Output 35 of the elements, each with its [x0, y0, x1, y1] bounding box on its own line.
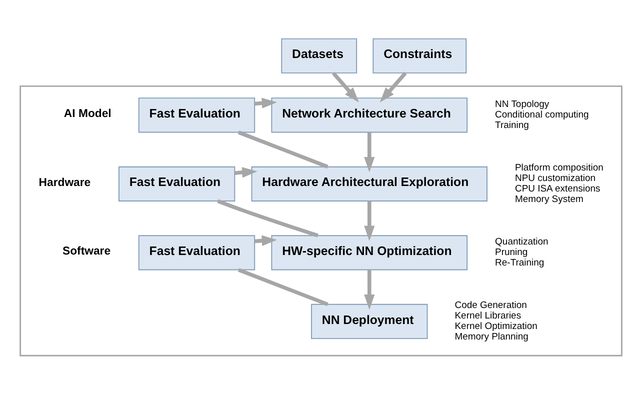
node-label: Code Generation — [454, 300, 527, 312]
node-label: CPU ISA extensions — [514, 184, 600, 195]
arrow — [364, 201, 375, 241]
node-label: NN Topology — [495, 99, 550, 110]
node-label: Kernel Optimization — [454, 321, 538, 332]
node-box: Fast Evaluation — [138, 235, 256, 270]
connector — [238, 130, 328, 169]
node-label: Conditional computing — [495, 110, 589, 121]
label: AI Model — [64, 108, 112, 120]
label: Software — [62, 246, 111, 258]
node-label: Platform composition — [514, 162, 604, 174]
arrow — [234, 167, 258, 178]
connector — [217, 199, 318, 238]
node-box: NN Deployment — [311, 304, 428, 340]
arrow — [332, 72, 360, 102]
node-box: Fast Evaluation — [118, 166, 236, 202]
arrow — [364, 132, 375, 172]
node-box: HW-specific NN Optimization — [271, 235, 468, 270]
node-box: Network Architecture Search — [271, 98, 468, 133]
arrow — [364, 270, 375, 310]
node-label: Re-Training — [495, 258, 544, 269]
arrow — [380, 72, 407, 102]
node-box: Constraints — [372, 38, 467, 74]
label: Hardware — [38, 176, 91, 189]
node-label: Memory Planning — [454, 331, 528, 342]
node-box: Hardware Architectural Exploration — [251, 166, 488, 202]
node-label: Memory System — [514, 194, 584, 205]
node-label: Kernel Libraries — [454, 310, 522, 322]
node-box: Fast Evaluation — [138, 98, 256, 133]
connector — [238, 268, 328, 306]
node-label: NPU customization — [514, 173, 596, 184]
node-box: Datasets — [281, 38, 358, 74]
node-label: Quantization — [495, 236, 548, 248]
node-label: Pruning — [495, 247, 528, 258]
node-label: Training — [495, 120, 529, 131]
